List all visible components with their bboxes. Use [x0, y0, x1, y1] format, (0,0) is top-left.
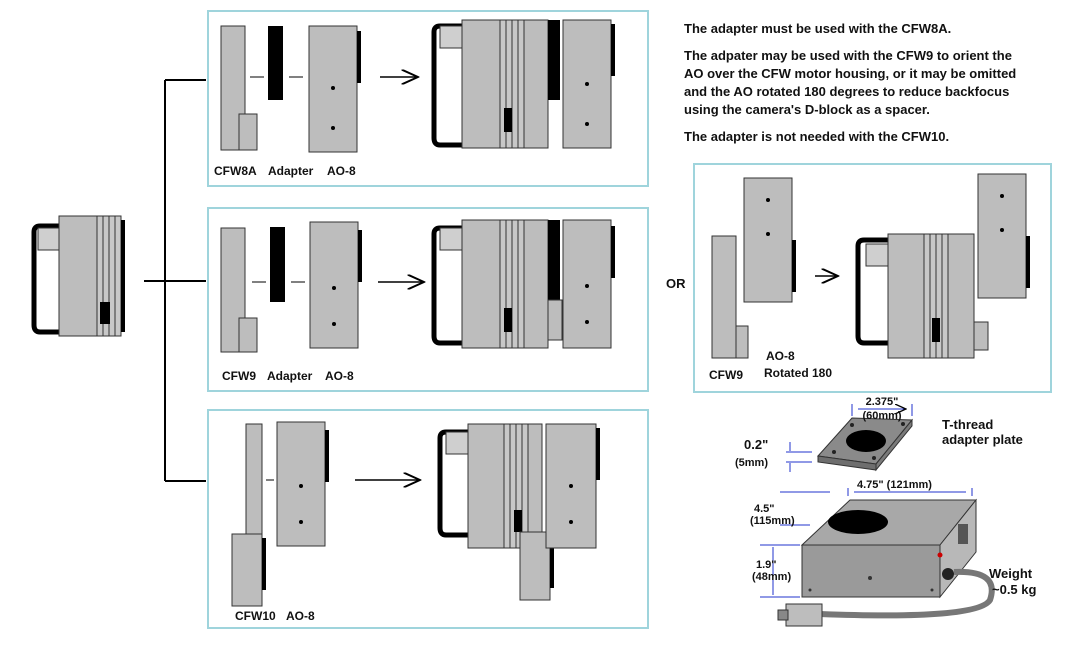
- dim-body-depth: 4.5": [754, 503, 775, 515]
- cfw10-assembled-stack-icon: [437, 423, 600, 601]
- label-cfw9-rotated: CFW9: [709, 368, 743, 382]
- label-rotated-180: Rotated 180: [764, 366, 833, 380]
- weight-label-2: ~0.5 kg: [992, 582, 1037, 597]
- panel-rotated: [693, 163, 1052, 393]
- rotated-filter-wheel-icon: [711, 235, 749, 359]
- rotated-assembled-stack-icon: [855, 173, 1030, 359]
- rotated-ao8-icon: [743, 177, 796, 303]
- label-ao8-rotated: AO-8: [766, 349, 795, 363]
- t-thread-adapter-plate-illustration: [817, 417, 914, 472]
- cfw9-ao8-icon: [309, 221, 362, 349]
- cfw9-adapter-plate-icon: [270, 227, 285, 302]
- label-adapter-2: Adapter: [267, 369, 313, 383]
- dim-plate-width: 2.375": [865, 396, 899, 408]
- panel-cfw10: [207, 409, 649, 629]
- dim-body-depth-mm: (115mm): [750, 515, 795, 527]
- panel-cfw9: [207, 207, 649, 392]
- cfw9-filter-wheel-icon: [220, 227, 258, 353]
- cfw10-filter-wheel-icon: [231, 423, 266, 607]
- or-label: OR: [666, 276, 686, 291]
- weight-label-1: Weight: [989, 566, 1033, 581]
- cfw8a-filter-wheel-icon: [220, 25, 258, 151]
- dim-body-height-mm: (48mm): [752, 571, 792, 583]
- label-cfw8a: CFW8A: [214, 164, 257, 178]
- plate-name-1: T-thread: [942, 417, 994, 432]
- note-cfw9-line4: using the camera's D-block as a spacer.: [684, 102, 930, 117]
- plate-name-2: adapter plate: [942, 432, 1023, 447]
- label-cfw10: CFW10: [235, 609, 276, 623]
- cfw8a-ao8-icon: [308, 25, 361, 153]
- dim-body-height: 1.9": [756, 559, 777, 571]
- label-ao8-3: AO-8: [286, 609, 315, 623]
- ao8-unit-photo-illustration: [777, 498, 995, 627]
- note-cfw9-line3: and the AO rotated 180 degrees to reduce…: [684, 84, 1010, 99]
- label-ao8-1: AO-8: [327, 164, 356, 178]
- note-cfw8a: The adapter must be used with the CFW8A.: [684, 21, 952, 36]
- source-camera-icon: [31, 215, 125, 337]
- dim-plate-thickness: 0.2": [744, 437, 769, 452]
- note-cfw10: The adapter is not needed with the CFW10…: [684, 129, 950, 144]
- dim-plate-thickness-mm: (5mm): [735, 457, 769, 469]
- cfw9-assembled-stack-icon: [431, 219, 615, 349]
- dim-plate-width-mm: (60mm): [862, 410, 902, 422]
- panel-cfw8a: [207, 10, 649, 187]
- cfw8a-adapter-plate-icon: [268, 26, 283, 100]
- note-cfw9-line1: The adpater may be used with the CFW9 to…: [684, 48, 1012, 63]
- label-adapter-1: Adapter: [268, 164, 314, 178]
- cfw8a-assembled-stack-icon: [431, 19, 615, 149]
- branch-lines: [144, 79, 206, 482]
- label-cfw9: CFW9: [222, 369, 256, 383]
- note-cfw9-line2: AO over the CFW motor housing, or it may…: [684, 66, 1017, 81]
- label-ao8-2: AO-8: [325, 369, 354, 383]
- dimension-lines: [760, 404, 973, 598]
- cfw10-ao8-icon: [276, 421, 329, 547]
- dim-body-width: 4.75" (121mm): [857, 479, 932, 491]
